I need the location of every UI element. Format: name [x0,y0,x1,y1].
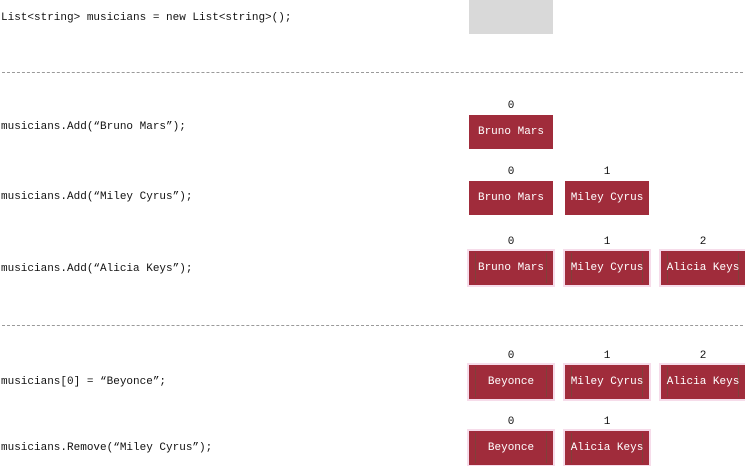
index-label: 0 [507,166,515,178]
cell-value: Beyonce [487,442,535,454]
code-add-bruno: musicians.Add(“Bruno Mars”); [1,121,186,133]
cell-value: Alicia Keys [666,262,740,274]
cell-value: Miley Cyrus [570,376,644,388]
list-cell: Bruno Mars [469,251,553,285]
empty-list-box [469,0,553,34]
index-label: 1 [603,166,611,178]
list-cell: Alicia Keys [661,365,745,399]
cell-value: Bruno Mars [477,262,544,274]
index-label: 1 [603,236,611,248]
index-label: 1 [603,416,611,428]
list-cell: Miley Cyrus [565,181,649,215]
index-label: 2 [699,350,707,362]
index-label: 0 [507,416,515,428]
separator-bottom [2,325,743,326]
list-cell: Bruno Mars [469,181,553,215]
list-cell: Beyonce [469,431,553,465]
index-label: 0 [507,236,515,248]
cell-value: Bruno Mars [477,126,544,138]
list-cell: Beyonce [469,365,553,399]
code-add-miley: musicians.Add(“Miley Cyrus”); [1,191,193,203]
cell-value: Alicia Keys [666,376,740,388]
code-assign-beyonce: musicians[0] = “Beyonce”; [1,376,167,388]
index-label: 0 [507,350,515,362]
index-label: 2 [699,236,707,248]
index-label: 1 [603,350,611,362]
separator-top [2,72,743,73]
cell-value: Miley Cyrus [570,262,644,274]
list-cell: Alicia Keys [565,431,649,465]
index-label: 0 [507,100,515,112]
cell-value: Miley Cyrus [570,192,644,204]
list-cell: Bruno Mars [469,115,553,149]
list-cell: Alicia Keys [661,251,745,285]
cell-value: Beyonce [487,376,535,388]
code-remove-miley: musicians.Remove(“Miley Cyrus”); [1,442,213,454]
code-declare-list: List<string> musicians = new List<string… [1,12,292,24]
list-cell: Miley Cyrus [565,251,649,285]
cell-value: Alicia Keys [570,442,644,454]
list-cell: Miley Cyrus [565,365,649,399]
code-add-alicia: musicians.Add(“Alicia Keys”); [1,263,193,275]
cell-value: Bruno Mars [477,192,544,204]
